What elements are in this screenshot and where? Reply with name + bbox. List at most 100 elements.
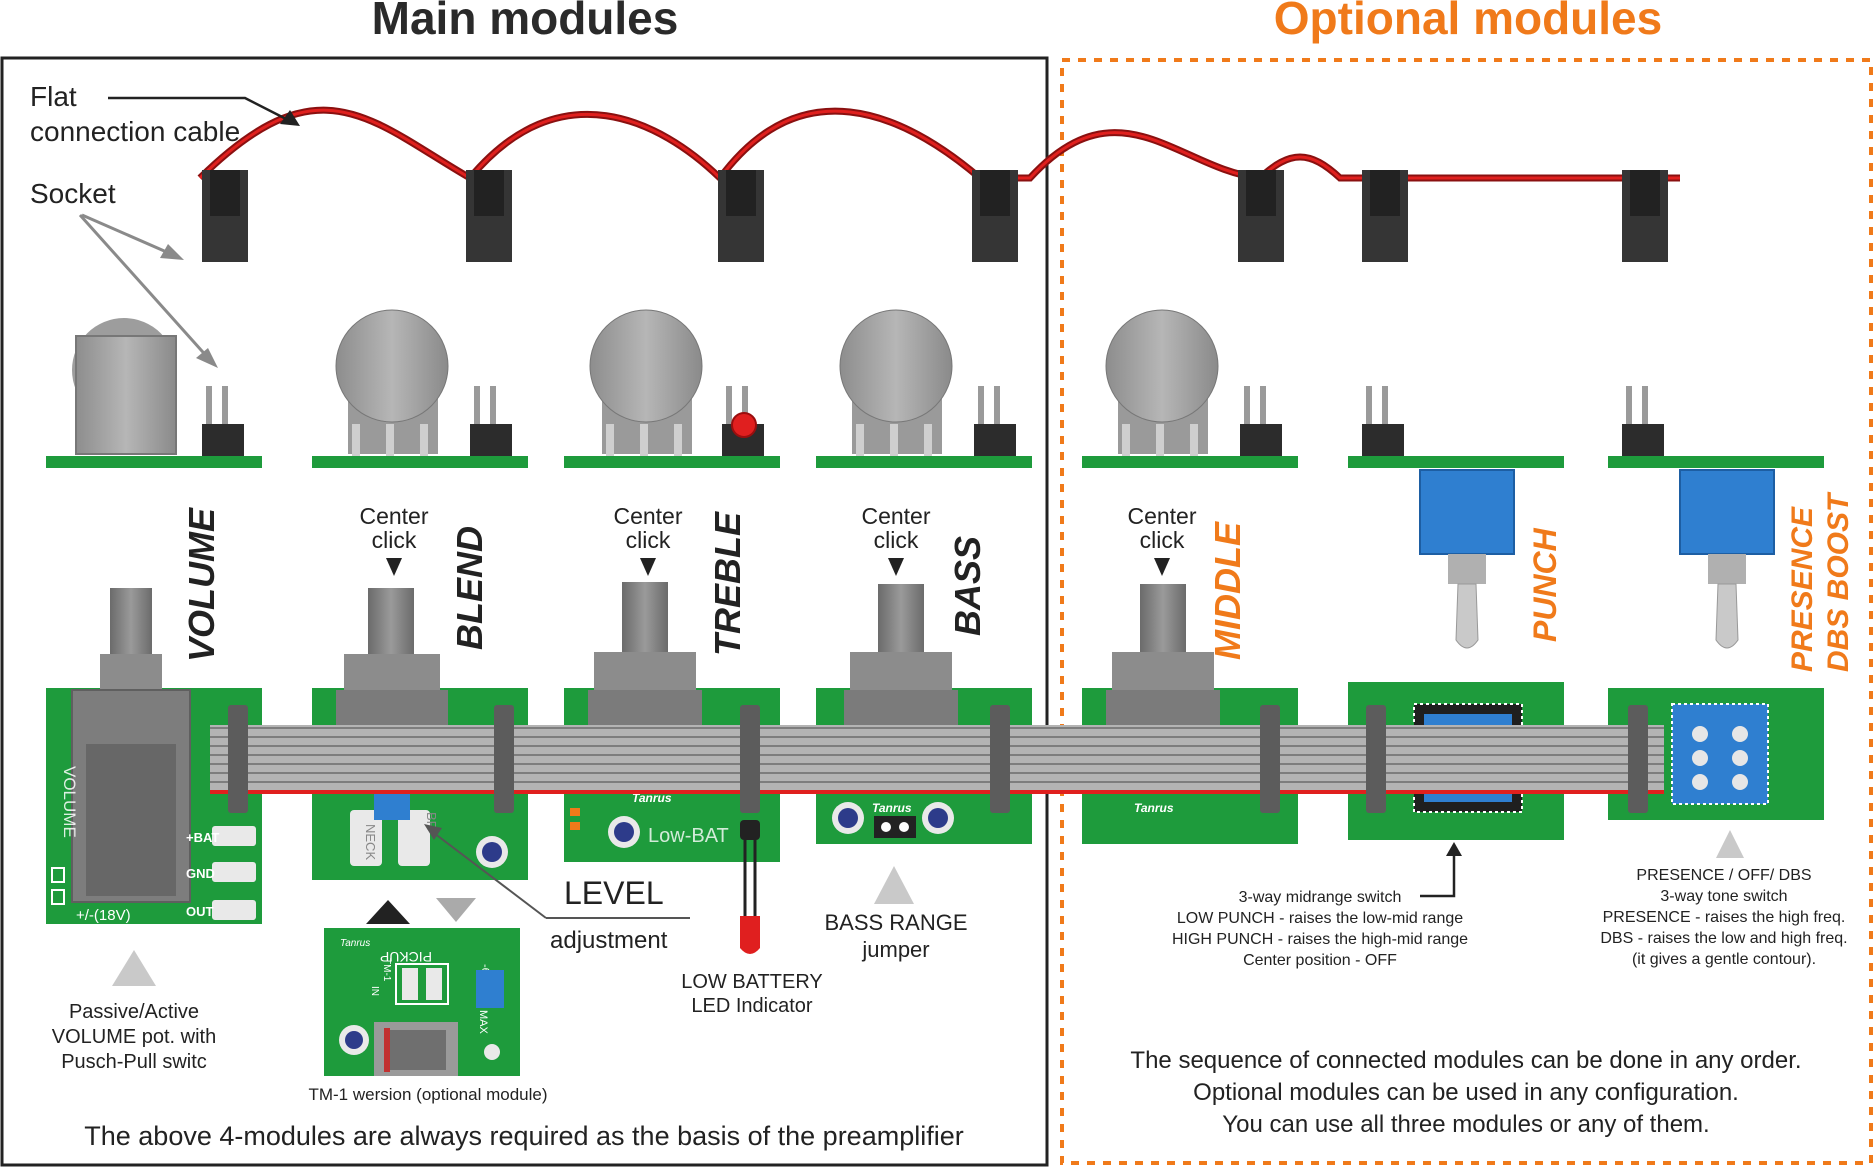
svg-text:MAX: MAX <box>477 1010 489 1035</box>
svg-text:HIGH PUNCH - raises the high-m: HIGH PUNCH - raises the high-mid range <box>1172 931 1468 948</box>
svg-text:Pusch-Pull switc: Pusch-Pull switc <box>61 1051 207 1073</box>
svg-text:BASS RANGE: BASS RANGE <box>824 910 967 935</box>
top-connector-plug <box>1622 170 1668 262</box>
svg-text:adjustment: adjustment <box>550 927 668 954</box>
blend-center-click-note: Center click <box>359 503 429 576</box>
presence-pointer-icon <box>1716 830 1744 858</box>
svg-text:Center: Center <box>359 503 428 529</box>
ribbon-clamp <box>228 705 248 813</box>
svg-text:click: click <box>1140 527 1185 553</box>
cable-label-line2: connection cable <box>30 116 240 147</box>
ribbon-clamp <box>494 705 514 813</box>
presence-description: PRESENCE / OFF/ DBS 3-way tone switch PR… <box>1600 867 1847 968</box>
module-label-punch: PUNCH <box>1527 527 1563 642</box>
punch-arrow <box>1420 842 1462 898</box>
triangle-down-icon <box>436 898 476 922</box>
top-connector-plug <box>1238 170 1284 262</box>
svg-text:DBS - raises the low and high: DBS - raises the low and high freq. <box>1600 930 1847 947</box>
module-label-bass: BASS <box>947 536 988 636</box>
svg-text:PRESENCE - raises the high fre: PRESENCE - raises the high freq. <box>1603 909 1846 926</box>
presence-board <box>1608 688 1824 820</box>
ribbon-clamp <box>1628 705 1648 813</box>
svg-text:PRESENCE / OFF/ DBS: PRESENCE / OFF/ DBS <box>1636 867 1811 884</box>
punch-module-side <box>1348 386 1564 649</box>
flat-connection-cable <box>197 106 1680 184</box>
main-modules-frame <box>0 56 1049 1167</box>
module-label-volume: VOLUME <box>181 507 222 662</box>
bass-range-pointer-icon <box>874 866 914 904</box>
svg-text:GND: GND <box>186 866 215 881</box>
module-label-dbs-boost: DBS BOOST <box>1822 491 1855 672</box>
ribbon-cable <box>210 725 1664 793</box>
svg-text:Tanrus: Tanrus <box>340 938 370 949</box>
main-modules-footer: The above 4-modules are always required … <box>84 1121 963 1151</box>
svg-text:click: click <box>372 527 417 553</box>
middle-center-click-note: Center click <box>1127 503 1197 576</box>
svg-text:Tanrus: Tanrus <box>632 791 672 805</box>
top-connector-plug <box>466 170 512 262</box>
tm1-board: PICKUP -6dB MAX TM-1 IN Tanrus <box>324 928 520 1076</box>
tm1-note: TM-1 wersion (optional module) <box>308 1085 547 1104</box>
svg-text:jumper: jumper <box>861 937 929 962</box>
presence-module-side <box>1608 386 1824 649</box>
module-label-presence: PRESENCE <box>1786 506 1819 672</box>
top-connector-plug <box>718 170 764 262</box>
svg-text:The sequence of connected modu: The sequence of connected modules can be… <box>1130 1047 1801 1074</box>
blend-module-side <box>312 309 528 468</box>
svg-text:You can use all three modules: You can use all three modules or any of … <box>1222 1111 1709 1138</box>
svg-text:LEVEL: LEVEL <box>564 875 664 911</box>
svg-text:Optional modules can be used i: Optional modules can be used in any conf… <box>1193 1079 1739 1106</box>
svg-text:+/-(18V): +/-(18V) <box>76 907 131 924</box>
top-connector-plug <box>1362 170 1408 262</box>
svg-text:3-way tone switch: 3-way tone switch <box>1660 888 1787 905</box>
bass-range-note: BASS RANGE jumper <box>824 910 967 962</box>
svg-text:VOLUME: VOLUME <box>60 766 79 838</box>
main-modules-header: Main modules <box>372 0 679 44</box>
svg-text:+BAT: +BAT <box>186 830 219 845</box>
volume-module-side <box>46 318 262 468</box>
svg-text:Passive/Active: Passive/Active <box>69 1001 199 1023</box>
treble-center-click-note: Center click <box>613 503 683 576</box>
cable-label-line1: Flat <box>30 81 77 112</box>
svg-text:LOW BATTERY: LOW BATTERY <box>681 971 823 993</box>
level-adjustment-callout: LEVEL adjustment <box>424 824 690 954</box>
triangle-up-icon <box>366 900 410 924</box>
cable-arrow <box>108 96 293 124</box>
socket-label: Socket <box>30 178 116 209</box>
svg-text:Center: Center <box>861 503 930 529</box>
svg-text:click: click <box>626 527 671 553</box>
ribbon-clamp <box>990 705 1010 813</box>
svg-text:LOW PUNCH - raises the low-mi: LOW PUNCH - raises the low-mid range <box>1177 910 1463 927</box>
svg-text:click: click <box>874 527 919 553</box>
led-indicator-icon <box>731 412 757 438</box>
top-connector-plug <box>202 170 248 262</box>
module-label-middle: MIDDLE <box>1207 521 1248 660</box>
bass-module-side <box>816 309 1032 468</box>
punch-description: 3-way midrange switch LOW PUNCH - raises… <box>1172 889 1468 969</box>
level-trimmer <box>374 794 410 820</box>
ribbon-clamp <box>1366 705 1386 813</box>
module-label-blend: BLEND <box>449 526 490 650</box>
ribbon-clamp <box>1260 705 1280 813</box>
svg-text:Tanrus: Tanrus <box>872 801 912 815</box>
middle-module-side <box>1082 309 1298 468</box>
volume-description: Passive/Active VOLUME pot. with Pusch-Pu… <box>52 1001 217 1073</box>
low-battery-led-icon <box>740 820 760 954</box>
bass-range-jumper <box>874 816 916 838</box>
optional-modules-header: Optional modules <box>1274 0 1662 44</box>
low-battery-note: LOW BATTERY LED Indicator <box>681 971 823 1017</box>
svg-text:(it gives a gentle contour).: (it gives a gentle contour). <box>1632 951 1816 968</box>
optional-modules-footer: The sequence of connected modules can be… <box>1130 1047 1801 1138</box>
svg-text:Center: Center <box>613 503 682 529</box>
top-connector-plug <box>972 170 1018 262</box>
svg-text:3-way midrange switch: 3-way midrange switch <box>1239 889 1402 906</box>
svg-text:LED Indicator: LED Indicator <box>691 995 813 1017</box>
svg-text:PICKUP: PICKUP <box>380 949 432 965</box>
treble-module-side <box>564 309 780 468</box>
svg-text:VOLUME pot. with: VOLUME pot. with <box>52 1026 217 1048</box>
svg-text:NECK: NECK <box>363 824 378 860</box>
svg-text:TM-1: TM-1 <box>381 958 392 982</box>
svg-text:Tanrus: Tanrus <box>1134 801 1174 815</box>
svg-text:Low-BAT: Low-BAT <box>648 825 729 847</box>
